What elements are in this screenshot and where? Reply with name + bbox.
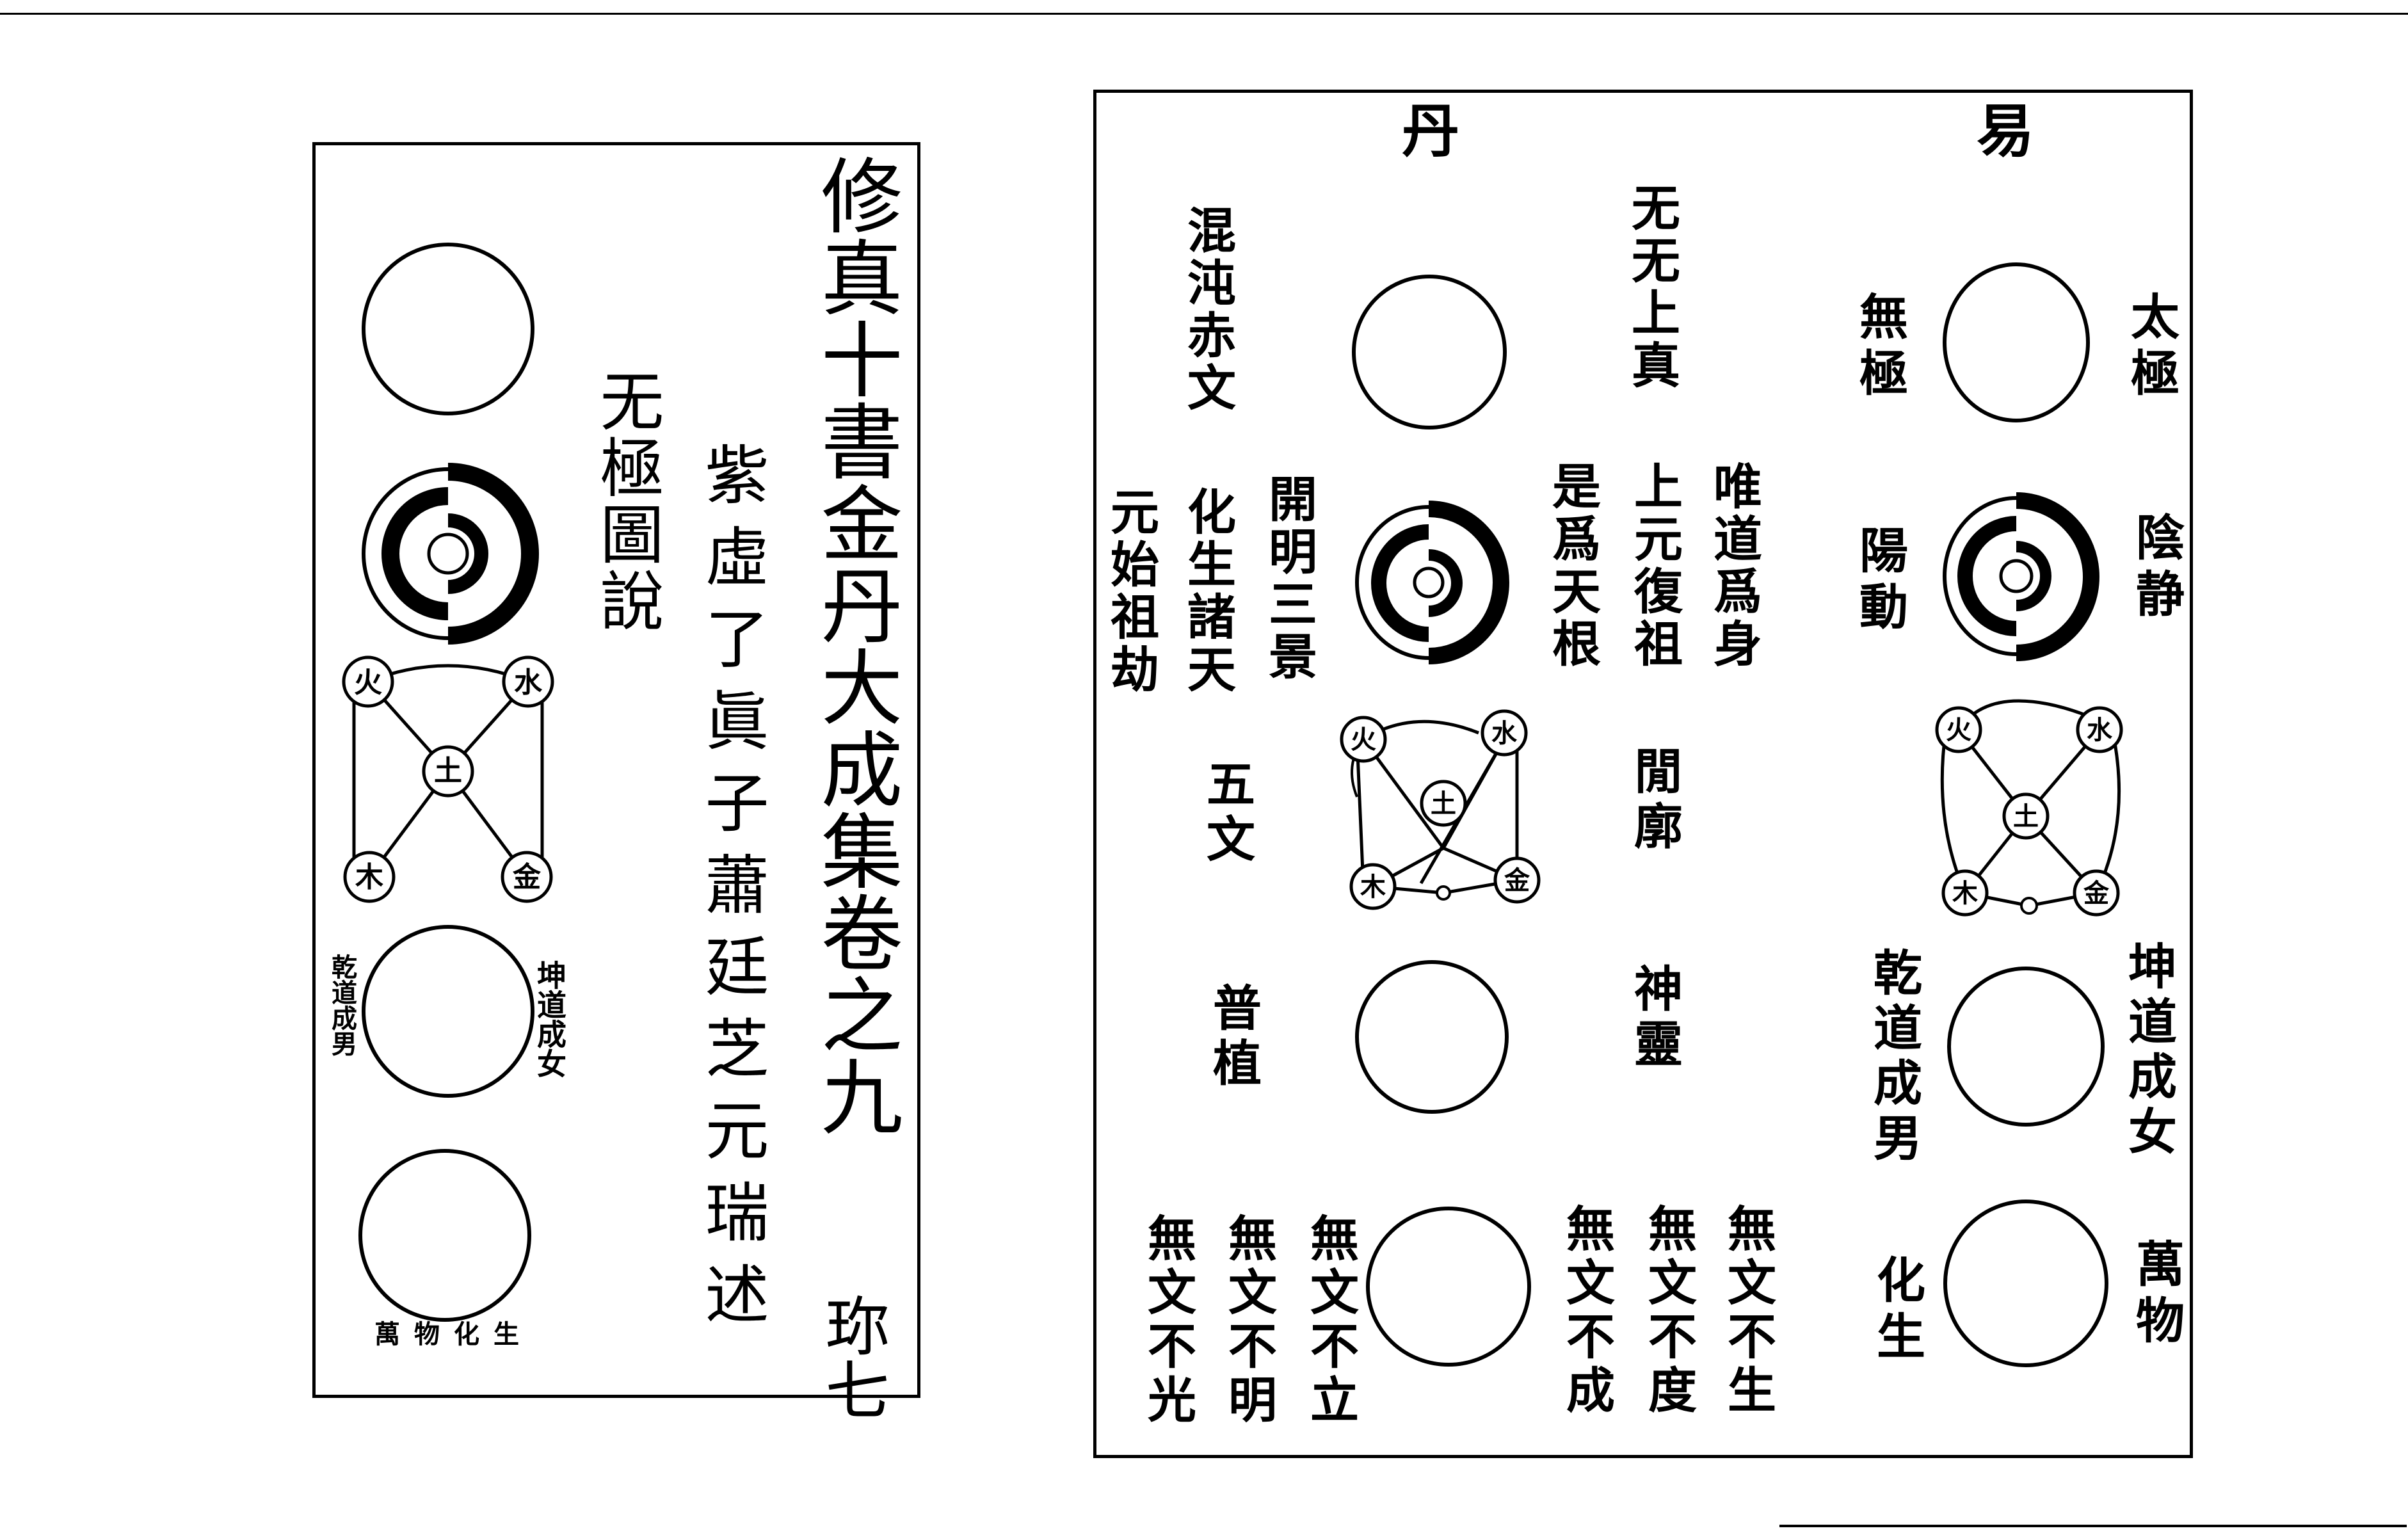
dan-bottom-col-2: 無文不度	[1644, 1203, 1692, 1418]
left-water-label: 水	[514, 669, 542, 697]
dan-shangyuan-fuzu: 上元復祖	[1630, 461, 1678, 671]
dan-metal-label: 金	[1504, 868, 1530, 894]
yi-fire-label: 火	[1946, 718, 1971, 743]
dan-bottom-col-5: 無文不明	[1224, 1213, 1272, 1428]
dan-fire-label: 火	[1351, 727, 1376, 753]
right-header-dan: 丹	[1402, 102, 1459, 160]
dan-bottom-col-4: 無文不立	[1306, 1213, 1354, 1428]
yi-wanwu-label: 萬物	[2131, 1239, 2180, 1351]
left-page-marker: 珎七	[819, 1293, 883, 1421]
scan-top-rule	[0, 13, 2408, 15]
yi-yang-dong-label: 陽動	[1855, 525, 1904, 638]
dan-wanwu-circle	[1362, 1203, 1535, 1370]
scan-bottom-rule	[1779, 1525, 2407, 1527]
left-qian-label: 乾道成男	[329, 954, 355, 1056]
left-qiankun-circle	[358, 922, 538, 1101]
left-kun-label: 坤道成女	[535, 960, 565, 1078]
left-wuji-circle	[358, 239, 538, 419]
yi-kun-label: 坤道成女	[2124, 941, 2172, 1161]
dan-bottom-col-1: 無文不生	[1723, 1203, 1772, 1418]
left-title: 修真十書金丹大成集卷之九	[813, 154, 895, 1137]
left-wanwu-circle	[355, 1146, 534, 1325]
dan-bottom-col-6: 無文不光	[1143, 1213, 1192, 1428]
left-earth-label: 土	[434, 757, 462, 785]
dan-jianlang: 閒廓	[1630, 746, 1678, 856]
dan-wuji-circle	[1349, 272, 1509, 432]
dan-huasheng-zhutian: 化生諸天	[1183, 486, 1232, 696]
yi-qian-label: 乾道成男	[1869, 947, 1918, 1168]
yi-huasheng-label: 化生	[1872, 1255, 1921, 1367]
dan-water-label: 水	[1491, 721, 1517, 746]
yi-qiankun-circle	[1943, 963, 2109, 1130]
left-diagram-title: 无極圖說	[594, 368, 658, 634]
dan-earth-label: 土	[1431, 791, 1456, 817]
dan-wuwu-shangzhen: 无无上真	[1627, 182, 1676, 392]
left-metal-label: 金	[513, 863, 541, 892]
dan-qiankun-circle	[1352, 957, 1512, 1117]
yi-water-label: 水	[2087, 718, 2112, 743]
yi-yin-jing-label: 陰静	[2131, 512, 2180, 625]
yi-wanwu-circle	[1939, 1197, 2112, 1370]
left-author-line: 紫虛了眞子蕭廷芝元瑞述	[699, 442, 763, 1343]
yi-earth-label: 土	[2013, 804, 2039, 830]
right-header-yi: 易	[1977, 102, 2034, 160]
yi-taiji-circle	[1939, 493, 2093, 659]
dan-weidao-weishen: 唯道爲身	[1709, 461, 1758, 671]
left-taiji-circle	[358, 464, 538, 643]
yi-wood-label: 木	[1952, 881, 1978, 906]
yi-taiji-label: 太極	[2126, 291, 2175, 404]
dan-wood-label: 木	[1360, 874, 1386, 900]
dan-bottom-col-3: 無文不成	[1562, 1203, 1610, 1418]
left-fire-label: 火	[354, 669, 382, 697]
yi-metal-label: 金	[2083, 881, 2109, 906]
yi-wuji-circle	[1939, 259, 2093, 426]
dan-kaiming-sanjing: 開明三景	[1264, 474, 1313, 684]
dan-hundun-chiwen: 混沌赤文	[1183, 205, 1232, 415]
dan-shenling: 神靈	[1630, 963, 1678, 1073]
dan-puzhi: 普植	[1208, 983, 1257, 1093]
left-wanwu-label: 萬物化生	[374, 1322, 533, 1347]
left-wood-label: 木	[355, 863, 383, 892]
dan-wuwen: 五文	[1202, 758, 1251, 869]
dan-yuanshi-zujie: 元始祖劫	[1106, 486, 1155, 696]
yi-wuji-label: 無極	[1855, 291, 1904, 404]
dan-shi-wei-tiangen: 是爲天根	[1548, 461, 1596, 671]
dan-taiji-circle	[1352, 502, 1505, 662]
